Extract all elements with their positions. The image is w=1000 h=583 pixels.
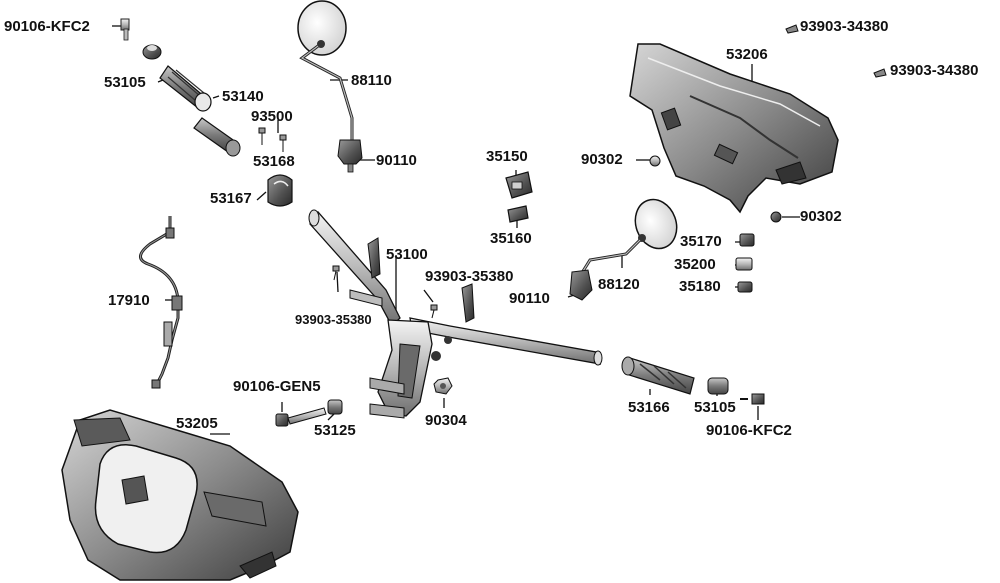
part-label: 90110: [509, 290, 550, 307]
throttle-tube: [193, 117, 241, 157]
part-label: 53105: [694, 399, 736, 416]
part-label: 90106-KFC2: [4, 18, 90, 35]
part-label: 93500: [251, 108, 293, 125]
end-cap-53105-bottom: [707, 377, 729, 395]
bolt-90106-kfc2-bottom: [740, 393, 765, 405]
part-label: 93903-35380: [425, 268, 514, 285]
part-label: 53125: [314, 422, 356, 439]
switch-35150: [505, 171, 533, 199]
part-label: 35160: [490, 230, 532, 247]
screw-90302-top: [649, 155, 661, 167]
part-label: 53105: [104, 74, 146, 91]
grip-53140: [159, 65, 212, 112]
part-label: 53206: [726, 46, 768, 63]
part-label: 35150: [486, 148, 528, 165]
part-label: 53168: [253, 153, 295, 170]
bolt-90106-gen5: [275, 407, 327, 427]
switch-parts-352xx: [735, 233, 755, 293]
part-label: 90304: [425, 412, 467, 429]
nut-90304: [433, 377, 453, 395]
part-label: 17910: [108, 292, 150, 309]
collar-53125: [327, 399, 343, 415]
screws-93500: [258, 127, 287, 152]
handlebar-53100: [308, 209, 603, 419]
screw-90302-mid: [770, 211, 782, 223]
part-label: 53140: [222, 88, 264, 105]
part-label: 53205: [176, 415, 218, 432]
part-label: 35170: [680, 233, 722, 250]
part-label: 35200: [674, 256, 716, 273]
front-cover-53205: [61, 409, 299, 581]
end-cap-53105-top: [142, 44, 162, 60]
screws-93903-35380: [332, 265, 438, 319]
part-label: 53166: [628, 399, 670, 416]
part-label: 93903-35380: [295, 312, 372, 327]
part-label: 90106-GEN5: [233, 378, 321, 395]
part-label: 35180: [679, 278, 721, 295]
part-label: 53167: [210, 190, 252, 207]
mirror-88120: [569, 198, 678, 301]
part-label: 93903-34380: [800, 18, 889, 35]
screws-93903-34380: [785, 24, 887, 78]
bolt-90106-kfc2-top: [120, 18, 130, 41]
part-label: 90106-KFC2: [706, 422, 792, 439]
part-label: 88110: [351, 72, 392, 89]
cable-17910: [139, 216, 183, 389]
throttle-housing-53167: [267, 174, 293, 207]
part-label: 53100: [386, 246, 428, 263]
switch-35160: [507, 205, 529, 223]
part-label: 90302: [581, 151, 623, 168]
mirror-88110: [297, 0, 363, 173]
part-label: 90302: [800, 208, 842, 225]
part-label: 88120: [598, 276, 640, 293]
part-label: 90110: [376, 152, 417, 169]
grip-53166: [621, 356, 695, 395]
rear-cover-53206: [629, 43, 839, 214]
part-label: 93903-34380: [890, 62, 979, 79]
